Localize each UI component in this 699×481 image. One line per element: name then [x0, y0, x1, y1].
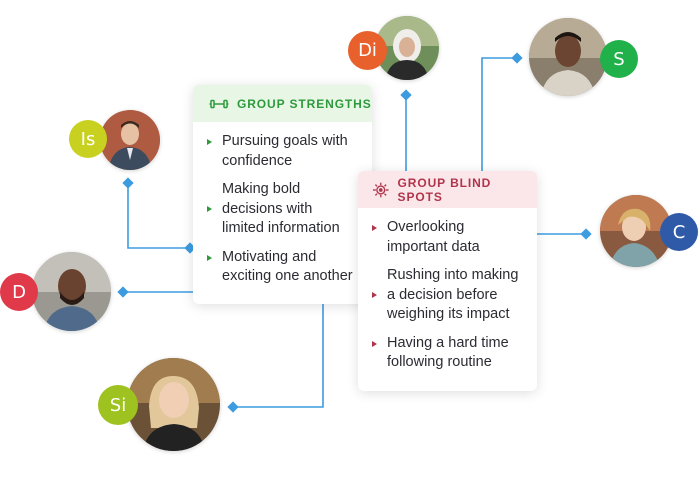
badge-c: C [660, 213, 698, 251]
avatar-is [100, 110, 160, 170]
bullet-icon [372, 292, 377, 298]
connector-node [580, 228, 592, 240]
bullet-icon [207, 139, 212, 145]
strength-item-text: Pursuing goals with confidence [222, 133, 348, 169]
group-blind-spots-title: GROUP BLIND SPOTS [397, 175, 492, 204]
connector-node [184, 242, 196, 254]
portrait-icon [32, 252, 111, 331]
connector-node [227, 401, 239, 413]
connector-node [400, 89, 412, 101]
connector-is [127, 183, 193, 249]
connector-node [117, 286, 129, 298]
strength-item: Making bold decisions with limited infor… [207, 180, 356, 239]
blind-spot-item-text: Overlooking important data [387, 219, 480, 255]
bullet-icon [372, 225, 377, 231]
portrait-icon [100, 110, 160, 170]
portrait-icon [127, 358, 220, 451]
connector-si [233, 304, 324, 408]
avatar-s [529, 18, 607, 96]
strength-item-text: Motivating and exciting one another [222, 248, 353, 285]
badge-is: Is [69, 120, 107, 158]
avatar-d [32, 252, 111, 331]
connector-node [511, 52, 523, 64]
target-icon [372, 182, 389, 197]
group-strengths-title: GROUP STRENGTHS [237, 96, 372, 111]
dumbbell-icon [209, 99, 229, 108]
bullet-icon [207, 254, 212, 261]
strength-item-text: Making bold decisions with limited infor… [222, 181, 340, 236]
blind-spot-item: Rushing into making a decision before we… [372, 266, 521, 325]
badge-si: Si [98, 385, 138, 425]
bullet-icon [372, 340, 377, 347]
badge-d: D [0, 273, 38, 311]
portrait-icon [529, 18, 607, 96]
badge-s: S [600, 40, 638, 78]
blind-spot-item-text: Having a hard time following routine [387, 334, 509, 371]
connector-s [481, 57, 517, 171]
bullet-icon [207, 206, 212, 212]
avatar-si [127, 358, 220, 451]
group-blind-spots-header: GROUP BLIND SPOTS [358, 171, 537, 208]
strength-item: Motivating and exciting one another [207, 248, 356, 287]
blind-spot-item-text: Rushing into making a decision before we… [387, 267, 519, 322]
connector-node [122, 177, 134, 189]
group-strengths-header: GROUP STRENGTHS [193, 85, 372, 122]
blind-spot-item: Overlooking important data [372, 218, 521, 257]
group-strengths-card: GROUP STRENGTHS Pursuing goals with conf… [193, 85, 372, 304]
blind-spot-item: Having a hard time following routine [372, 334, 521, 373]
badge-di: Di [348, 31, 387, 70]
group-blind-spots-card: GROUP BLIND SPOTS Overlooking important … [358, 171, 537, 391]
strength-item: Pursuing goals with confidence [207, 132, 356, 171]
